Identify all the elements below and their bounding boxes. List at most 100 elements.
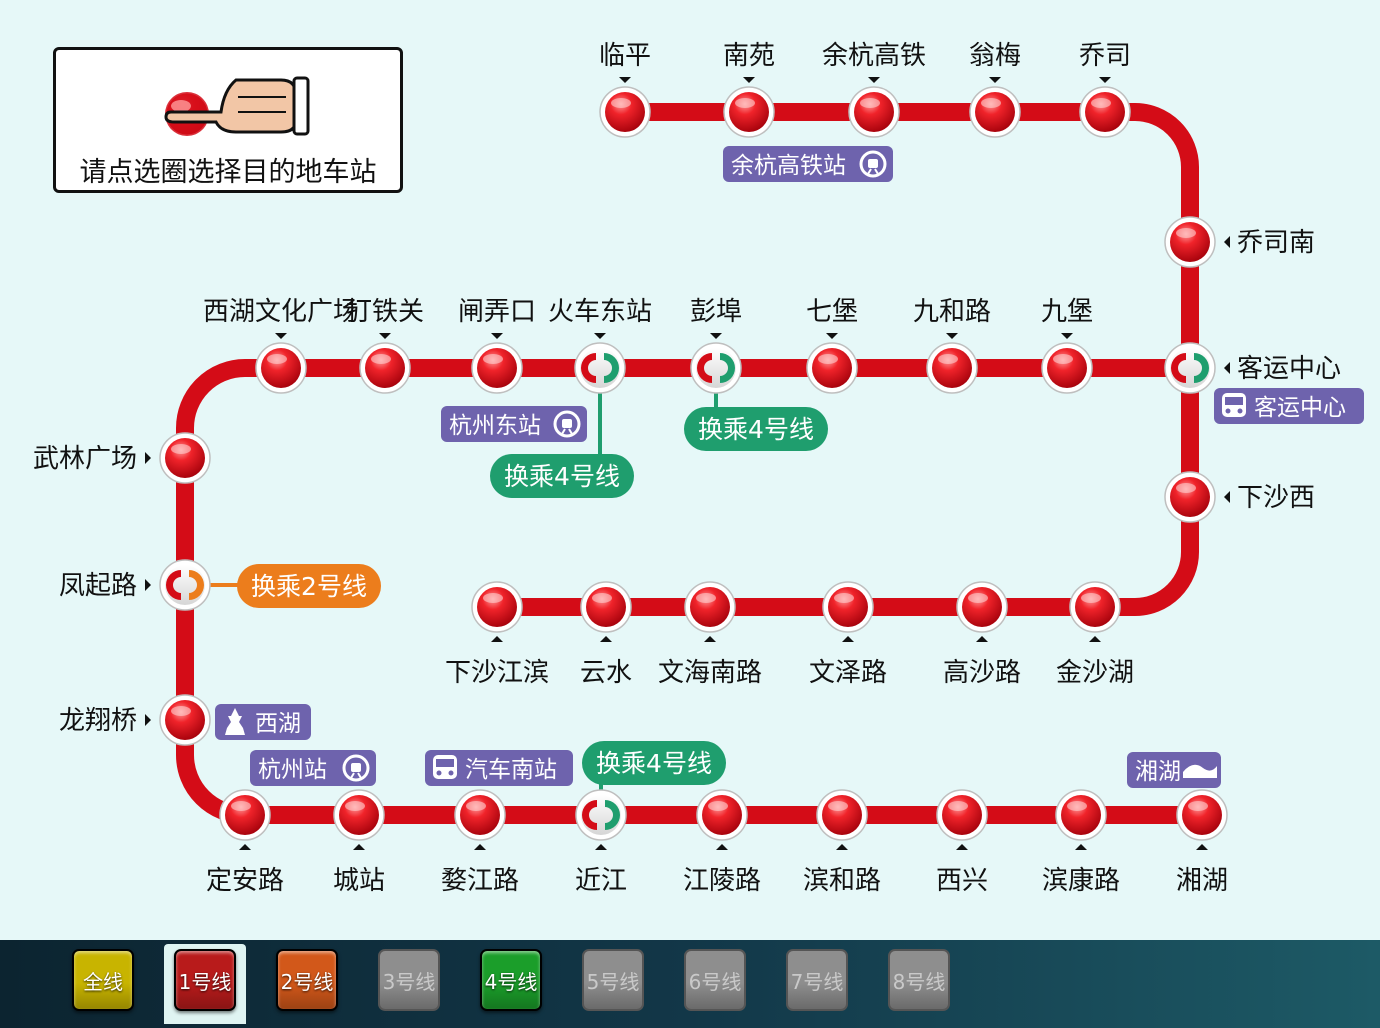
station-button[interactable] bbox=[1079, 86, 1131, 138]
station-label[interactable]: 近江 bbox=[575, 866, 627, 896]
station-button[interactable] bbox=[575, 789, 627, 841]
station-label[interactable]: 九堡 bbox=[1041, 297, 1093, 327]
station-button[interactable] bbox=[848, 86, 900, 138]
facility-badge: 汽车南站 bbox=[425, 750, 573, 786]
station-label[interactable]: 闸弄口 bbox=[458, 297, 536, 327]
line-tab-button[interactable]: 4号线 bbox=[480, 949, 542, 1011]
station-label[interactable]: 湘湖 bbox=[1176, 866, 1228, 896]
station-button[interactable] bbox=[159, 559, 211, 611]
station-label[interactable]: 龙翔桥 bbox=[59, 706, 137, 736]
station-dot bbox=[165, 438, 205, 478]
station-dot bbox=[605, 92, 645, 132]
line-tab-button[interactable]: 2号线 bbox=[276, 949, 338, 1011]
station-button[interactable] bbox=[359, 342, 411, 394]
station-button[interactable] bbox=[599, 86, 651, 138]
station-button[interactable] bbox=[816, 789, 868, 841]
station-label[interactable]: 文海南路 bbox=[658, 658, 762, 688]
station-highlight bbox=[735, 98, 755, 108]
station-button[interactable] bbox=[822, 581, 874, 633]
station-button[interactable] bbox=[471, 342, 523, 394]
line-tab-button[interactable]: 1号线 bbox=[174, 949, 236, 1011]
station-label[interactable]: 余杭高铁 bbox=[822, 41, 926, 71]
station-button[interactable] bbox=[684, 581, 736, 633]
station-label[interactable]: 下沙江滨 bbox=[445, 658, 549, 688]
station-label[interactable]: 西湖文化广场 bbox=[203, 297, 359, 327]
station-label[interactable]: 南苑 bbox=[723, 41, 775, 71]
tab-all-lines[interactable]: 全线 bbox=[62, 944, 144, 1024]
station-highlight bbox=[1176, 228, 1196, 238]
station-button[interactable] bbox=[969, 86, 1021, 138]
station-label[interactable]: 凤起路 bbox=[59, 571, 137, 601]
station-button[interactable] bbox=[574, 342, 626, 394]
transfer-arrow-icon bbox=[189, 570, 204, 600]
station-label[interactable]: 临平 bbox=[599, 41, 651, 71]
station-dot bbox=[975, 92, 1015, 132]
hint-text: 请点选圈选择目的地车站 bbox=[79, 157, 377, 188]
station-highlight bbox=[171, 444, 191, 454]
station-pointer bbox=[1224, 362, 1230, 374]
station-button[interactable] bbox=[219, 789, 271, 841]
station-label[interactable]: 七堡 bbox=[806, 297, 858, 327]
station-label[interactable]: 高沙路 bbox=[943, 658, 1021, 688]
station-label[interactable]: 城站 bbox=[333, 866, 385, 896]
station-pointer bbox=[743, 77, 755, 83]
station-label[interactable]: 下沙西 bbox=[1237, 483, 1315, 513]
station-label[interactable]: 金沙湖 bbox=[1056, 658, 1134, 688]
station-label[interactable]: 江陵路 bbox=[683, 866, 761, 896]
station-highlight bbox=[483, 354, 503, 364]
station-label[interactable]: 西兴 bbox=[936, 866, 988, 896]
station-pointer bbox=[716, 844, 728, 850]
station-button[interactable] bbox=[1055, 789, 1107, 841]
station-label[interactable]: 九和路 bbox=[913, 297, 991, 327]
station-label[interactable]: 彭埠 bbox=[690, 297, 742, 327]
station-label[interactable]: 火车东站 bbox=[548, 297, 652, 327]
station-pointer bbox=[1224, 236, 1230, 248]
tab-line-2[interactable]: 2号线 bbox=[266, 944, 348, 1024]
station-button[interactable] bbox=[1176, 789, 1228, 841]
station-button[interactable] bbox=[1164, 342, 1216, 394]
tab-line-1[interactable]: 1号线 bbox=[164, 944, 246, 1024]
line-tab-button[interactable]: 全线 bbox=[72, 949, 134, 1011]
station-label[interactable]: 云水 bbox=[580, 658, 632, 688]
station-button[interactable] bbox=[956, 581, 1008, 633]
station-label[interactable]: 客运中心 bbox=[1237, 354, 1341, 384]
station-button[interactable] bbox=[690, 342, 742, 394]
transfer-arrow-icon bbox=[166, 570, 181, 600]
station-label[interactable]: 打铁关 bbox=[346, 297, 424, 327]
station-label[interactable]: 翁梅 bbox=[969, 41, 1021, 71]
station-dot bbox=[477, 587, 517, 627]
station-pointer bbox=[594, 333, 606, 339]
station-label[interactable]: 滨和路 bbox=[803, 866, 881, 896]
station-label[interactable]: 乔司南 bbox=[1237, 228, 1315, 258]
station-button[interactable] bbox=[580, 581, 632, 633]
station-button[interactable] bbox=[1164, 471, 1216, 523]
tab-line-4[interactable]: 4号线 bbox=[470, 944, 552, 1024]
station-button[interactable] bbox=[936, 789, 988, 841]
station-button[interactable] bbox=[454, 789, 506, 841]
station-pointer bbox=[836, 844, 848, 850]
station-button[interactable] bbox=[723, 86, 775, 138]
line-tab-button: 6号线 bbox=[684, 949, 746, 1011]
station-button[interactable] bbox=[159, 432, 211, 484]
station-label[interactable]: 滨康路 bbox=[1042, 866, 1120, 896]
station-button[interactable] bbox=[1069, 581, 1121, 633]
station-button[interactable] bbox=[255, 342, 307, 394]
station-button[interactable] bbox=[471, 581, 523, 633]
station-button[interactable] bbox=[159, 694, 211, 746]
station-button[interactable] bbox=[1164, 216, 1216, 268]
station-pointer bbox=[491, 636, 503, 642]
transfer-badge: 换乘2号线 bbox=[237, 564, 381, 608]
station-label[interactable]: 文泽路 bbox=[809, 658, 887, 688]
station-button[interactable] bbox=[926, 342, 978, 394]
station-pointer bbox=[826, 333, 838, 339]
station-label[interactable]: 乔司 bbox=[1079, 41, 1131, 71]
station-label[interactable]: 定安路 bbox=[206, 866, 284, 896]
station-button[interactable] bbox=[333, 789, 385, 841]
station-label[interactable]: 婺江路 bbox=[441, 866, 519, 896]
station-label[interactable]: 武林广场 bbox=[33, 444, 137, 474]
station-highlight bbox=[231, 801, 251, 811]
facility-badge: 湘湖 bbox=[1127, 752, 1221, 788]
station-button[interactable] bbox=[696, 789, 748, 841]
station-button[interactable] bbox=[806, 342, 858, 394]
station-button[interactable] bbox=[1041, 342, 1093, 394]
